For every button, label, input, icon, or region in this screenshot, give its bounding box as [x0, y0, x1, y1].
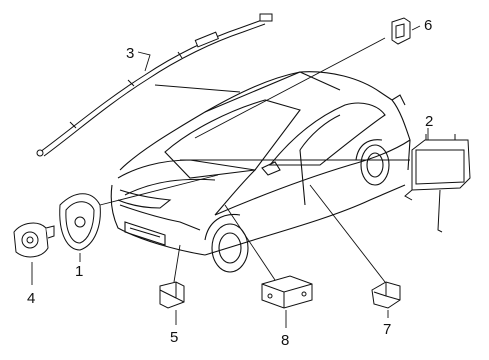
callout-7: 7 — [383, 321, 391, 338]
callout-5: 5 — [170, 329, 178, 346]
clock-spring-part — [13, 222, 55, 258]
rear-side-sensor-part — [371, 281, 401, 309]
curtain-airbag-part — [36, 13, 273, 157]
passenger-airbag-part — [404, 134, 471, 233]
callout-2: 2 — [425, 113, 433, 130]
side-impact-sensor-part — [391, 17, 411, 45]
callout-4: 4 — [27, 290, 35, 307]
car-illustration — [110, 71, 411, 273]
srs-control-module-part — [261, 275, 313, 309]
callout-1: 1 — [75, 263, 83, 280]
callout-8: 8 — [281, 332, 289, 349]
callout-6: 6 — [424, 17, 432, 34]
leader-lines — [31, 25, 429, 328]
driver-airbag-part — [59, 193, 101, 251]
front-impact-sensor-part — [159, 281, 185, 309]
callout-3: 3 — [126, 45, 134, 62]
